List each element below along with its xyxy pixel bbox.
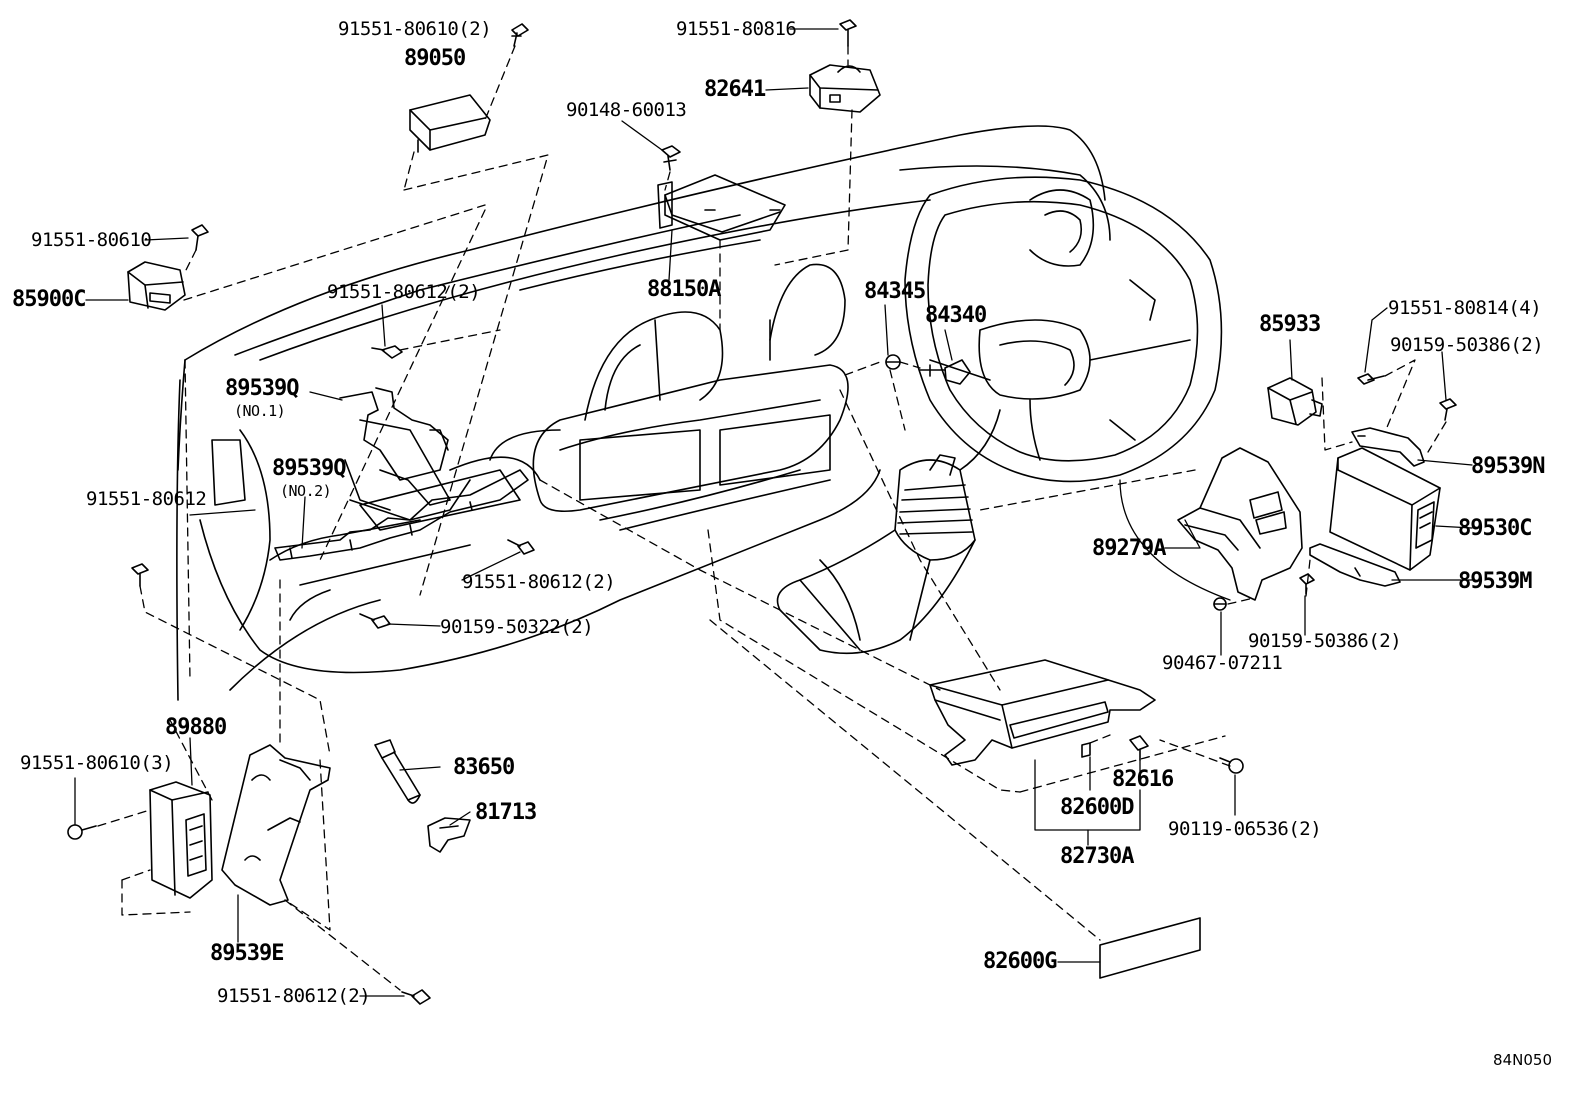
part-83650 [374,739,421,804]
part-84340 [919,359,971,385]
label-82730A: 82730A [1060,844,1134,869]
label-89279A: 89279A [1092,536,1166,561]
diagram-code: 84N050 [1493,1051,1552,1069]
label-90148-60013: 90148-60013 [566,99,687,121]
label-90467-07211: 90467-07211 [1162,652,1283,674]
label-91551-80610-2: 91551-80610(2) [338,18,492,40]
label-89050: 89050 [404,46,466,71]
label-91551-80816: 91551-80816 [676,18,797,40]
label-91551-80612: 91551-80612 [86,488,207,510]
label-84345: 84345 [864,279,926,304]
part-85933 [1267,377,1323,426]
bolt-91551-80612-2b [507,539,535,555]
label-91551-80610: 91551-80610 [31,229,152,251]
part-82600G [1099,917,1201,979]
label-91551-80612-2c: 91551-80612(2) [217,985,371,1007]
label-90119-06536-2: 90119-06536(2) [1168,818,1322,840]
label-no1: (NO.1) [234,402,286,420]
bolt-91551-80610-2 [511,23,529,47]
bolt-91551-80814-4 [1357,373,1385,385]
label-89539M: 89539M [1458,569,1532,594]
bolt-91551-80610-3 [67,824,97,840]
bolt-91551-80612-2c [401,989,431,1005]
steering-wheel [904,176,1223,483]
label-89539N: 89539N [1471,454,1545,479]
label-85900C: 85900C [12,287,86,312]
label-84340: 84340 [925,303,987,328]
label-88150A: 88150A [647,277,721,302]
part-89050 [409,94,491,153]
label-82600G: 82600G [983,949,1057,974]
label-89880: 89880 [165,715,227,740]
label-82616: 82616 [1112,767,1174,792]
label-81713: 81713 [475,800,537,825]
label-89539Q-1: 89539Q [225,376,299,401]
bolt-91551-80610 [191,224,209,251]
part-82641 [809,64,881,113]
bolt-90467-07211 [1213,597,1227,611]
bolt-90159-50386-2a [1439,398,1457,421]
bolt-90148-60013 [661,145,681,171]
label-89530C: 89530C [1458,516,1532,541]
label-82641: 82641 [704,77,766,102]
part-89279A [1177,447,1303,601]
bolt-90159-50322-2 [359,613,391,629]
part-82616 [1129,735,1149,761]
bolt-91551-80816 [839,19,857,47]
label-89539E: 89539E [210,941,284,966]
bolt-91551-80612-2a [371,345,403,359]
dashboard-outline [176,125,1111,701]
label-90159-50386-2b: 90159-50386(2) [1248,630,1402,652]
label-85933: 85933 [1259,312,1321,337]
label-90159-50386-2a: 90159-50386(2) [1390,334,1544,356]
part-82600D [1081,742,1091,758]
part-89539M [1309,543,1401,587]
steering-column [776,454,976,655]
part-82730A [929,659,1156,766]
bolt-91551-80612 [131,563,149,587]
label-89539Q-2: 89539Q [272,456,346,481]
part-81713 [427,817,471,853]
bolt-90119-06536-2 [1219,757,1244,774]
label-83650: 83650 [453,755,515,780]
part-89539N [1351,427,1425,467]
dashed-assembly-lines [97,45,1447,991]
leader-lines [74,28,1473,997]
part-89530C [1329,447,1441,571]
label-90159-50322-2: 90159-50322(2) [440,616,594,638]
label-82600D: 82600D [1060,795,1134,820]
part-89539Q-no1 [339,387,471,521]
part-89880 [149,781,213,899]
label-91551-80610-3: 91551-80610(3) [20,752,174,774]
label-91551-80612-2b: 91551-80612(2) [462,571,616,593]
part-89539E [221,744,331,906]
label-91551-80612-2a: 91551-80612(2) [327,281,481,303]
part-85900C [127,261,186,311]
part-89539Q-no2 [274,469,529,561]
label-no2: (NO.2) [280,482,332,500]
part-88150A [657,174,786,241]
label-91551-80814-4: 91551-80814(4) [1388,297,1542,319]
part-84345 [885,354,901,370]
